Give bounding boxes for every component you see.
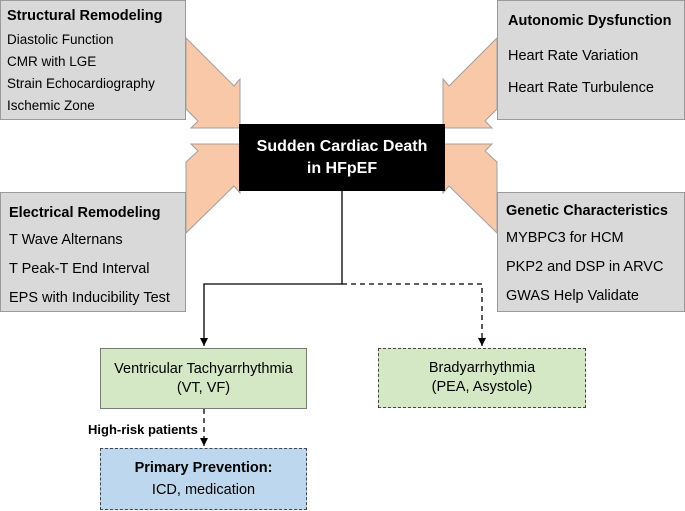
electrical-remodeling-box: Electrical Remodeling T Wave Alternans T… — [0, 192, 186, 312]
autonomic-item: Heart Rate Turbulence — [508, 80, 654, 96]
bradyarrhythmia-box: Bradyarrhythmia (PEA, Asystole) — [378, 348, 586, 408]
genetic-title: Genetic Characteristics — [506, 203, 668, 219]
arrow-autonomic-to-center — [442, 36, 498, 129]
line-center-to-vt — [200, 191, 343, 346]
genetic-item: GWAS Help Validate — [506, 288, 639, 304]
structural-item: CMR with LGE — [7, 54, 97, 69]
vt-line2: (VT, VF) — [176, 379, 231, 396]
electrical-item: T Wave Alternans — [9, 232, 123, 248]
center-title-line1: Sudden Cardiac Death — [256, 137, 428, 155]
prevention-title: Primary Prevention: — [134, 460, 273, 476]
primary-prevention-box: Primary Prevention: ICD, medication — [100, 448, 307, 510]
genetic-characteristics-box: Genetic Characteristics MYBPC3 for HCM P… — [497, 192, 685, 312]
electrical-title: Electrical Remodeling — [9, 205, 161, 221]
electrical-item: T Peak-T End Interval — [9, 261, 150, 277]
prevention-detail: ICD, medication — [151, 482, 256, 498]
structural-item: Strain Echocardiography — [7, 76, 155, 91]
structural-item: Ischemic Zone — [7, 98, 95, 113]
autonomic-dysfunction-box: Autonomic Dysfunction Heart Rate Variati… — [497, 0, 685, 120]
autonomic-title: Autonomic Dysfunction — [508, 13, 672, 29]
vt-line1: Ventricular Tachyarrhythmia — [114, 360, 293, 377]
brady-line2: (PEA, Asystole) — [431, 379, 533, 395]
electrical-item: EPS with Inducibility Test — [9, 290, 170, 306]
structural-title: Structural Remodeling — [7, 8, 163, 24]
genetic-item: MYBPC3 for HCM — [506, 230, 624, 246]
structural-remodeling-box: Structural Remodeling Diastolic Function… — [0, 0, 186, 120]
ventricular-tachyarrhythmia-box: Ventricular Tachyarrhythmia (VT, VF) — [100, 348, 307, 409]
high-risk-label: High-risk patients — [88, 422, 198, 437]
genetic-item: PKP2 and DSP in ARVC — [506, 259, 664, 275]
arrow-electrical-to-center — [185, 143, 241, 235]
center-title-line2: in HFpEF — [306, 159, 378, 177]
brady-line1: Bradyarrhythmia — [428, 360, 536, 376]
line-center-to-brady — [342, 283, 486, 346]
arrow-structural-to-center — [185, 36, 241, 129]
autonomic-item: Heart Rate Variation — [508, 48, 639, 64]
structural-item: Diastolic Function — [7, 32, 114, 47]
sudden-cardiac-death-box: Sudden Cardiac Death in HFpEF — [239, 124, 445, 191]
arrow-genetic-to-center — [442, 143, 498, 235]
